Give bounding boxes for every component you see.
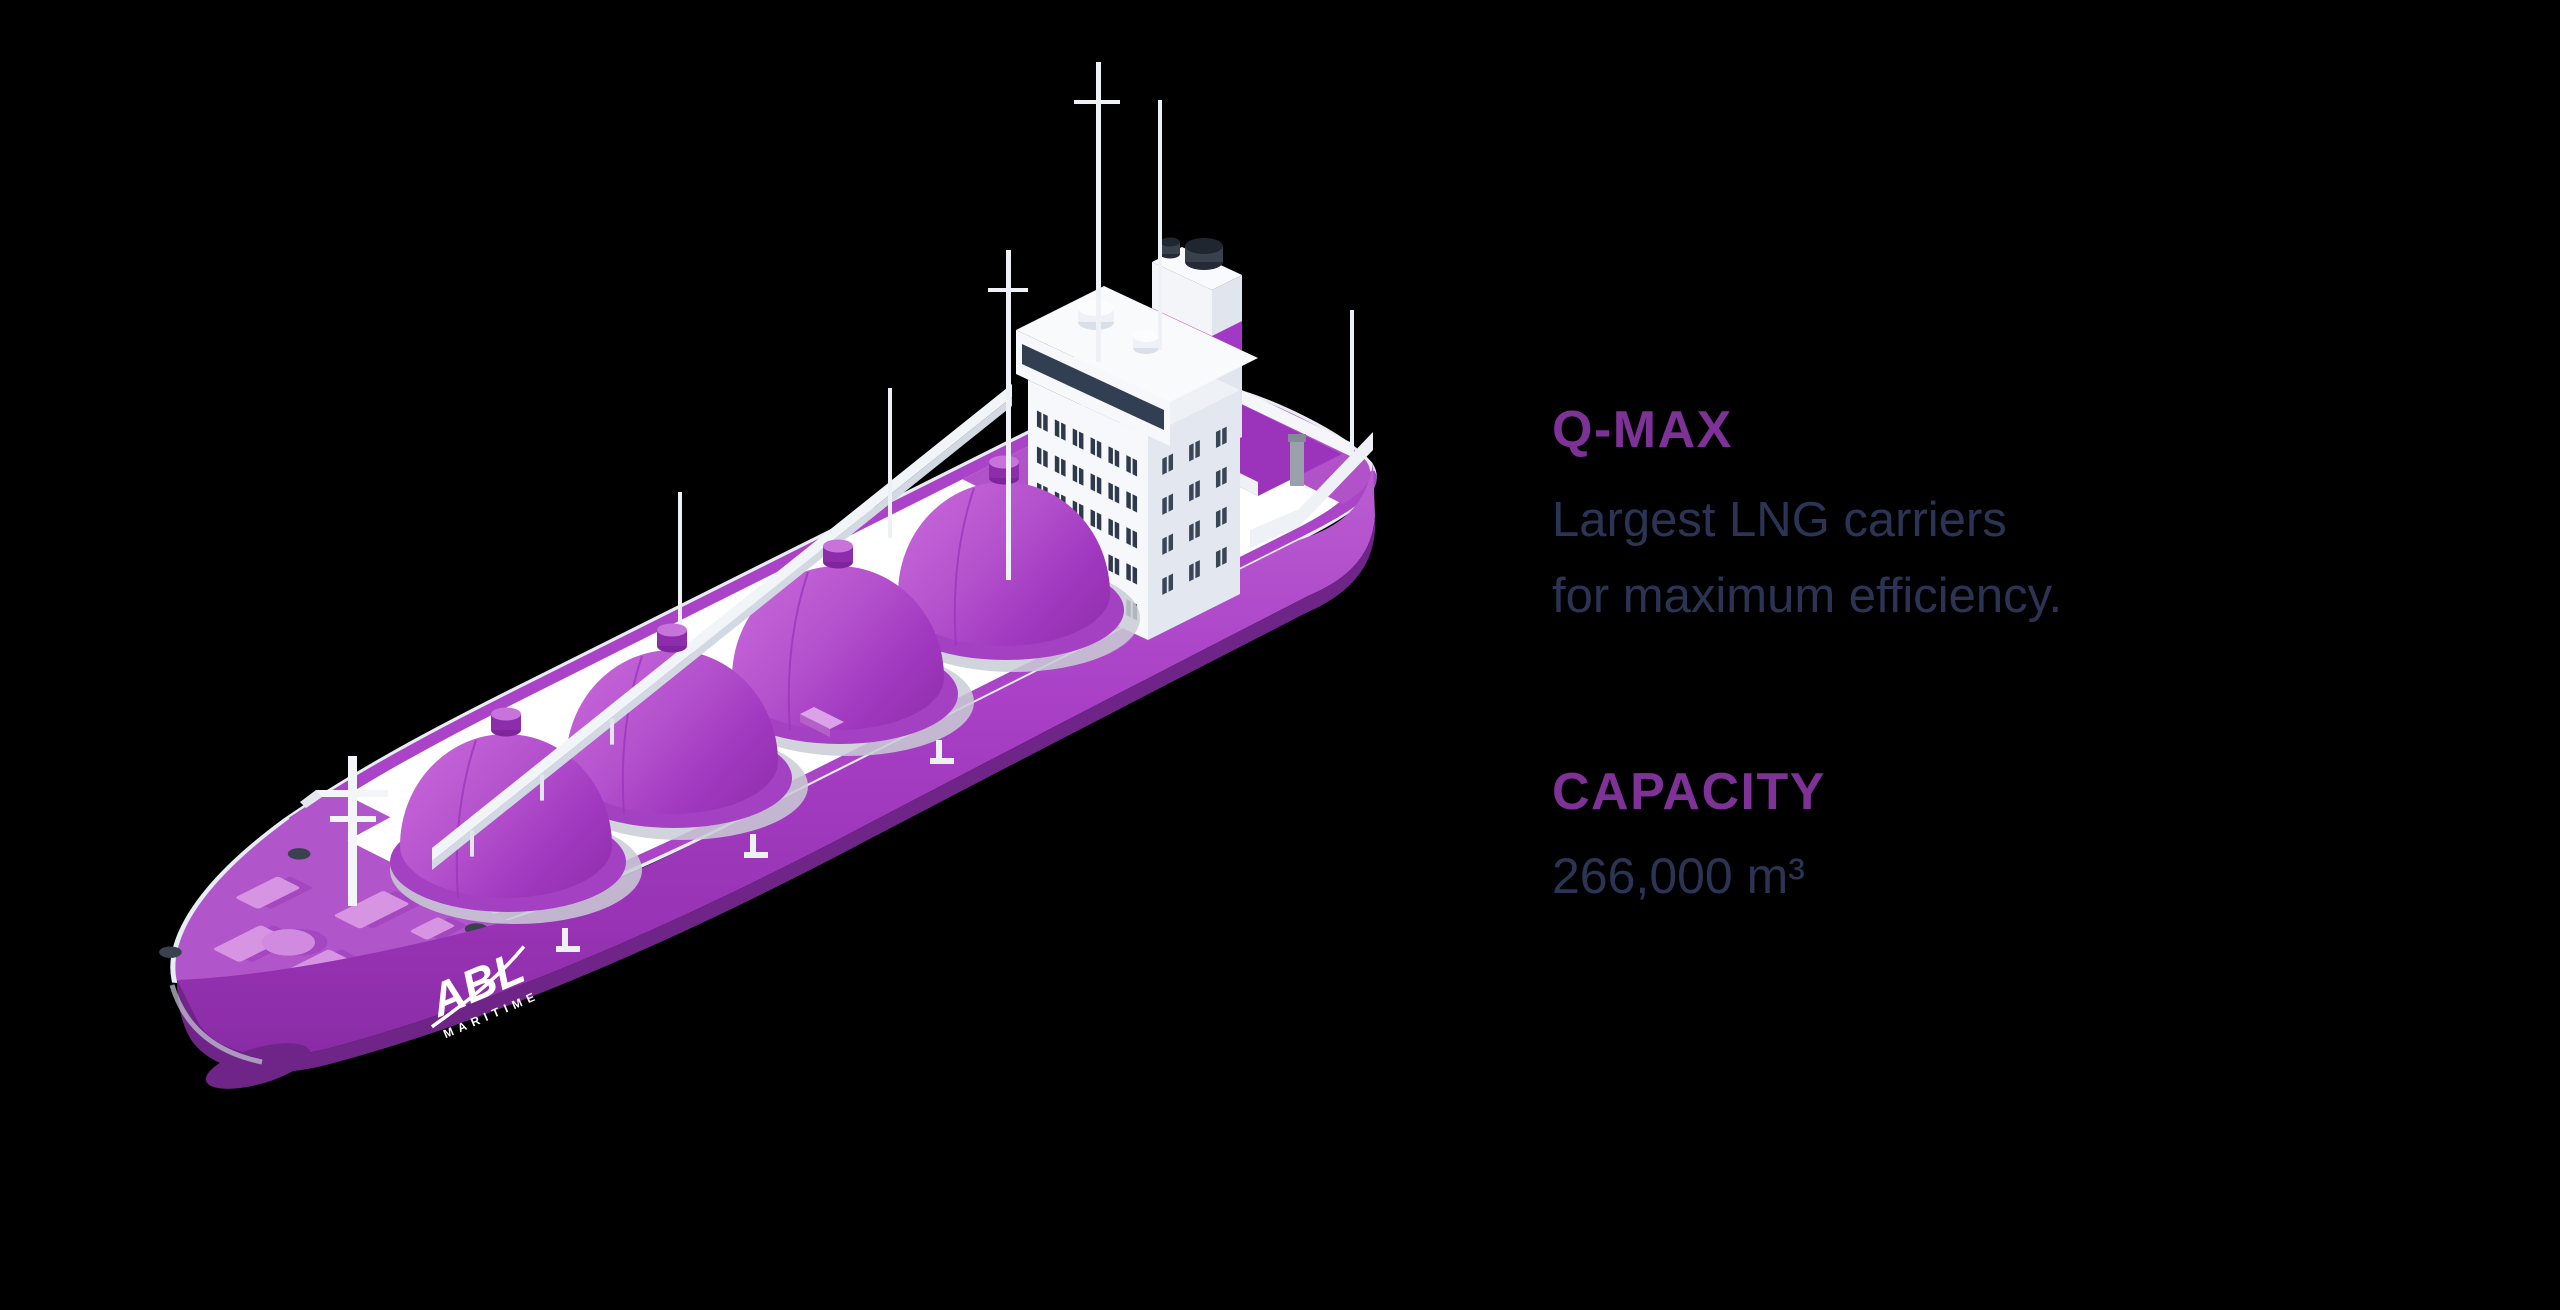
exhaust-pipes (1160, 237, 1223, 270)
antenna-mast (1158, 100, 1162, 350)
bridge-window-band (1022, 344, 1164, 430)
catwalk (432, 384, 1012, 870)
lng-tank-dome (400, 734, 612, 899)
description-line-1: Largest LNG carriers (1552, 493, 2007, 547)
hull-side (177, 463, 1375, 1056)
ship-class-title: Q-MAX (1552, 401, 1733, 459)
radar-mast (1096, 62, 1101, 362)
description-line-2: for maximum efficiency. (1552, 569, 2063, 623)
bow-waterline-highlight (169, 984, 263, 1065)
masts (988, 62, 1354, 580)
logo-swoosh (430, 945, 526, 1029)
capacity-label: CAPACITY (1552, 763, 1826, 821)
foreward-mast (1006, 250, 1011, 580)
bow-mast (300, 756, 388, 906)
ship-description: Largest LNG carriers for maximum efficie… (1552, 482, 2062, 634)
ship-illustration: ABL MARITIME (159, 62, 1377, 1089)
deck-box (800, 707, 844, 737)
capacity-value: 266,000 m³ (1552, 848, 1805, 904)
stern-bulwark (1250, 432, 1373, 548)
catwalk-posts (470, 718, 614, 857)
lng-tank-dome (566, 650, 778, 815)
yard-arm (1074, 100, 1120, 104)
side-windows (1162, 426, 1227, 595)
catwalk-pole (888, 388, 892, 538)
catwalk-pole (678, 492, 682, 642)
stern-crane (1290, 440, 1304, 486)
lng-tank-dome (732, 566, 944, 731)
deck-ladders (556, 740, 954, 952)
bulbous-bow (205, 1043, 311, 1089)
stern-mast (1350, 310, 1354, 458)
lng-tank-dome (898, 482, 1110, 647)
tank-caps (491, 455, 1019, 737)
bridge (1016, 286, 1258, 446)
